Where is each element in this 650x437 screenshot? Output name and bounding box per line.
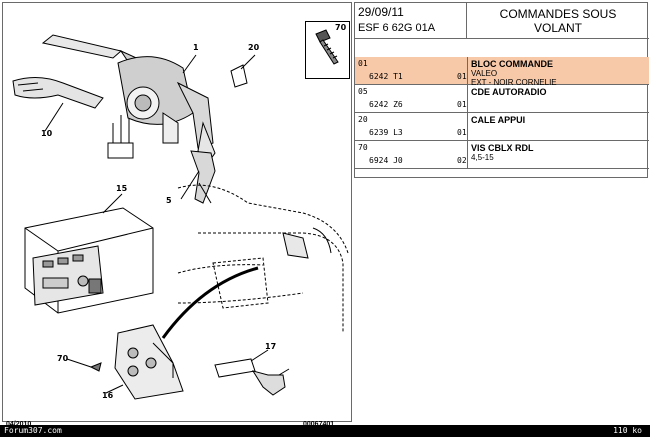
part-quantity: 01 <box>457 72 467 81</box>
file-size: 110 ko <box>613 426 642 435</box>
table-header-title: COMMANDES SOUS VOLANT <box>467 3 649 39</box>
part-detail-line: VALEO <box>471 69 498 78</box>
column-divider <box>467 85 468 112</box>
parts-drawing-svg <box>12 34 349 400</box>
part-reference: 6242 Z6 <box>369 100 403 109</box>
column-divider <box>467 141 468 168</box>
callout-20: 20 <box>248 43 260 52</box>
inset-label: 70 <box>335 23 347 32</box>
column-divider <box>467 57 468 84</box>
item-number: 20 <box>358 115 368 124</box>
table-row[interactable]: 20 6239 L3 01 CALE APPUI <box>355 113 649 141</box>
callout-17: 17 <box>265 342 277 351</box>
part-reference: 6242 T1 <box>369 72 403 81</box>
part-details: VALEO EXT - NOIR CORNELIE <box>471 69 557 87</box>
callout-1: 1 <box>193 43 199 52</box>
part-quantity: 02 <box>457 156 467 165</box>
catalog-date: 29/09/11 <box>358 5 404 19</box>
parts-table: 29/09/11 ESF 6 62G 01A COMMANDES SOUS VO… <box>354 2 649 178</box>
page-title-line2: VOLANT <box>533 20 582 35</box>
table-row[interactable]: 70 6924 J0 02 VIS CBLX RDL 4,5-15 <box>355 141 649 169</box>
part-reference: 6924 J0 <box>369 156 403 165</box>
callout-70: 70 <box>57 354 69 363</box>
item-number: 01 <box>358 59 368 68</box>
page-title-line1: COMMANDES SOUS <box>499 6 617 21</box>
part-description: BLOC COMMANDE <box>471 59 553 69</box>
parts-rows: 01 6242 T1 01 BLOC COMMANDE VALEO EXT - … <box>355 57 649 169</box>
callout-10: 10 <box>41 129 53 138</box>
table-row[interactable]: 05 6242 Z6 01 CDE AUTORADIO <box>355 85 649 113</box>
catalog-code: ESF 6 62G 01A <box>358 22 436 34</box>
part-quantity: 01 <box>457 100 467 109</box>
status-bar: Forum307.com 110 ko <box>0 425 650 437</box>
callout-15: 15 <box>116 184 128 193</box>
screw-inset: 70 <box>305 21 350 79</box>
table-header-info: 29/09/11 ESF 6 62G 01A <box>355 3 467 39</box>
part-detail-line: EXT - NOIR CORNELIE <box>471 78 557 87</box>
callout-5: 5 <box>166 196 172 205</box>
drawing-number: 00067401 <box>303 421 334 428</box>
screw-icon <box>315 29 339 65</box>
item-number: 05 <box>358 87 368 96</box>
part-description: VIS CBLX RDL <box>471 143 534 153</box>
callout-16: 16 <box>102 391 114 400</box>
part-detail-line: 4,5-15 <box>471 153 494 162</box>
part-description: CDE AUTORADIO <box>471 87 547 97</box>
part-reference: 6239 L3 <box>369 128 403 137</box>
column-divider <box>467 113 468 140</box>
table-row[interactable]: 01 6242 T1 01 BLOC COMMANDE VALEO EXT - … <box>355 57 649 87</box>
part-quantity: 01 <box>457 128 467 137</box>
site-name: Forum307.com <box>4 426 62 435</box>
part-description: CALE APPUI <box>471 115 526 125</box>
item-number: 70 <box>358 143 368 152</box>
part-details: 4,5-15 <box>471 153 494 162</box>
